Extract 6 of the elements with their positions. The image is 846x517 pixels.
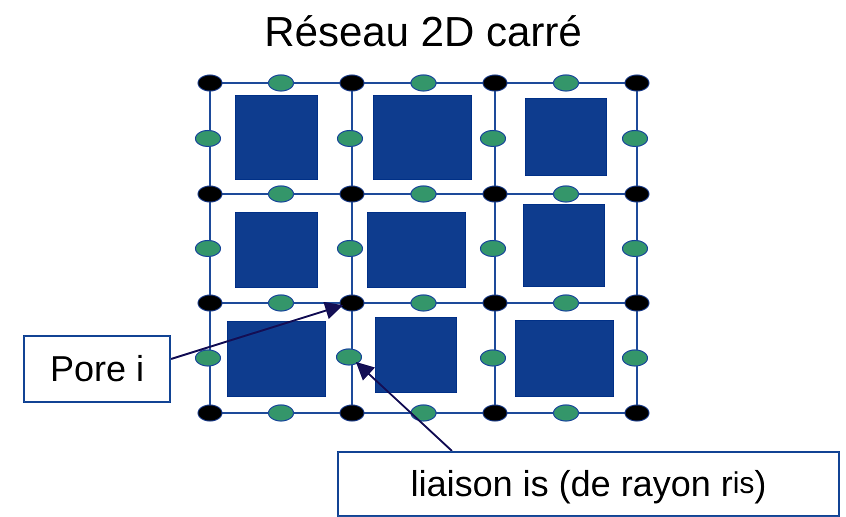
bond-ellipse bbox=[336, 348, 362, 366]
pore-dot bbox=[340, 294, 364, 312]
title: Réseau 2D carré bbox=[264, 8, 582, 56]
leader-line bbox=[170, 302, 344, 360]
callout-box: Pore i bbox=[23, 335, 171, 403]
leader-line bbox=[356, 362, 453, 452]
